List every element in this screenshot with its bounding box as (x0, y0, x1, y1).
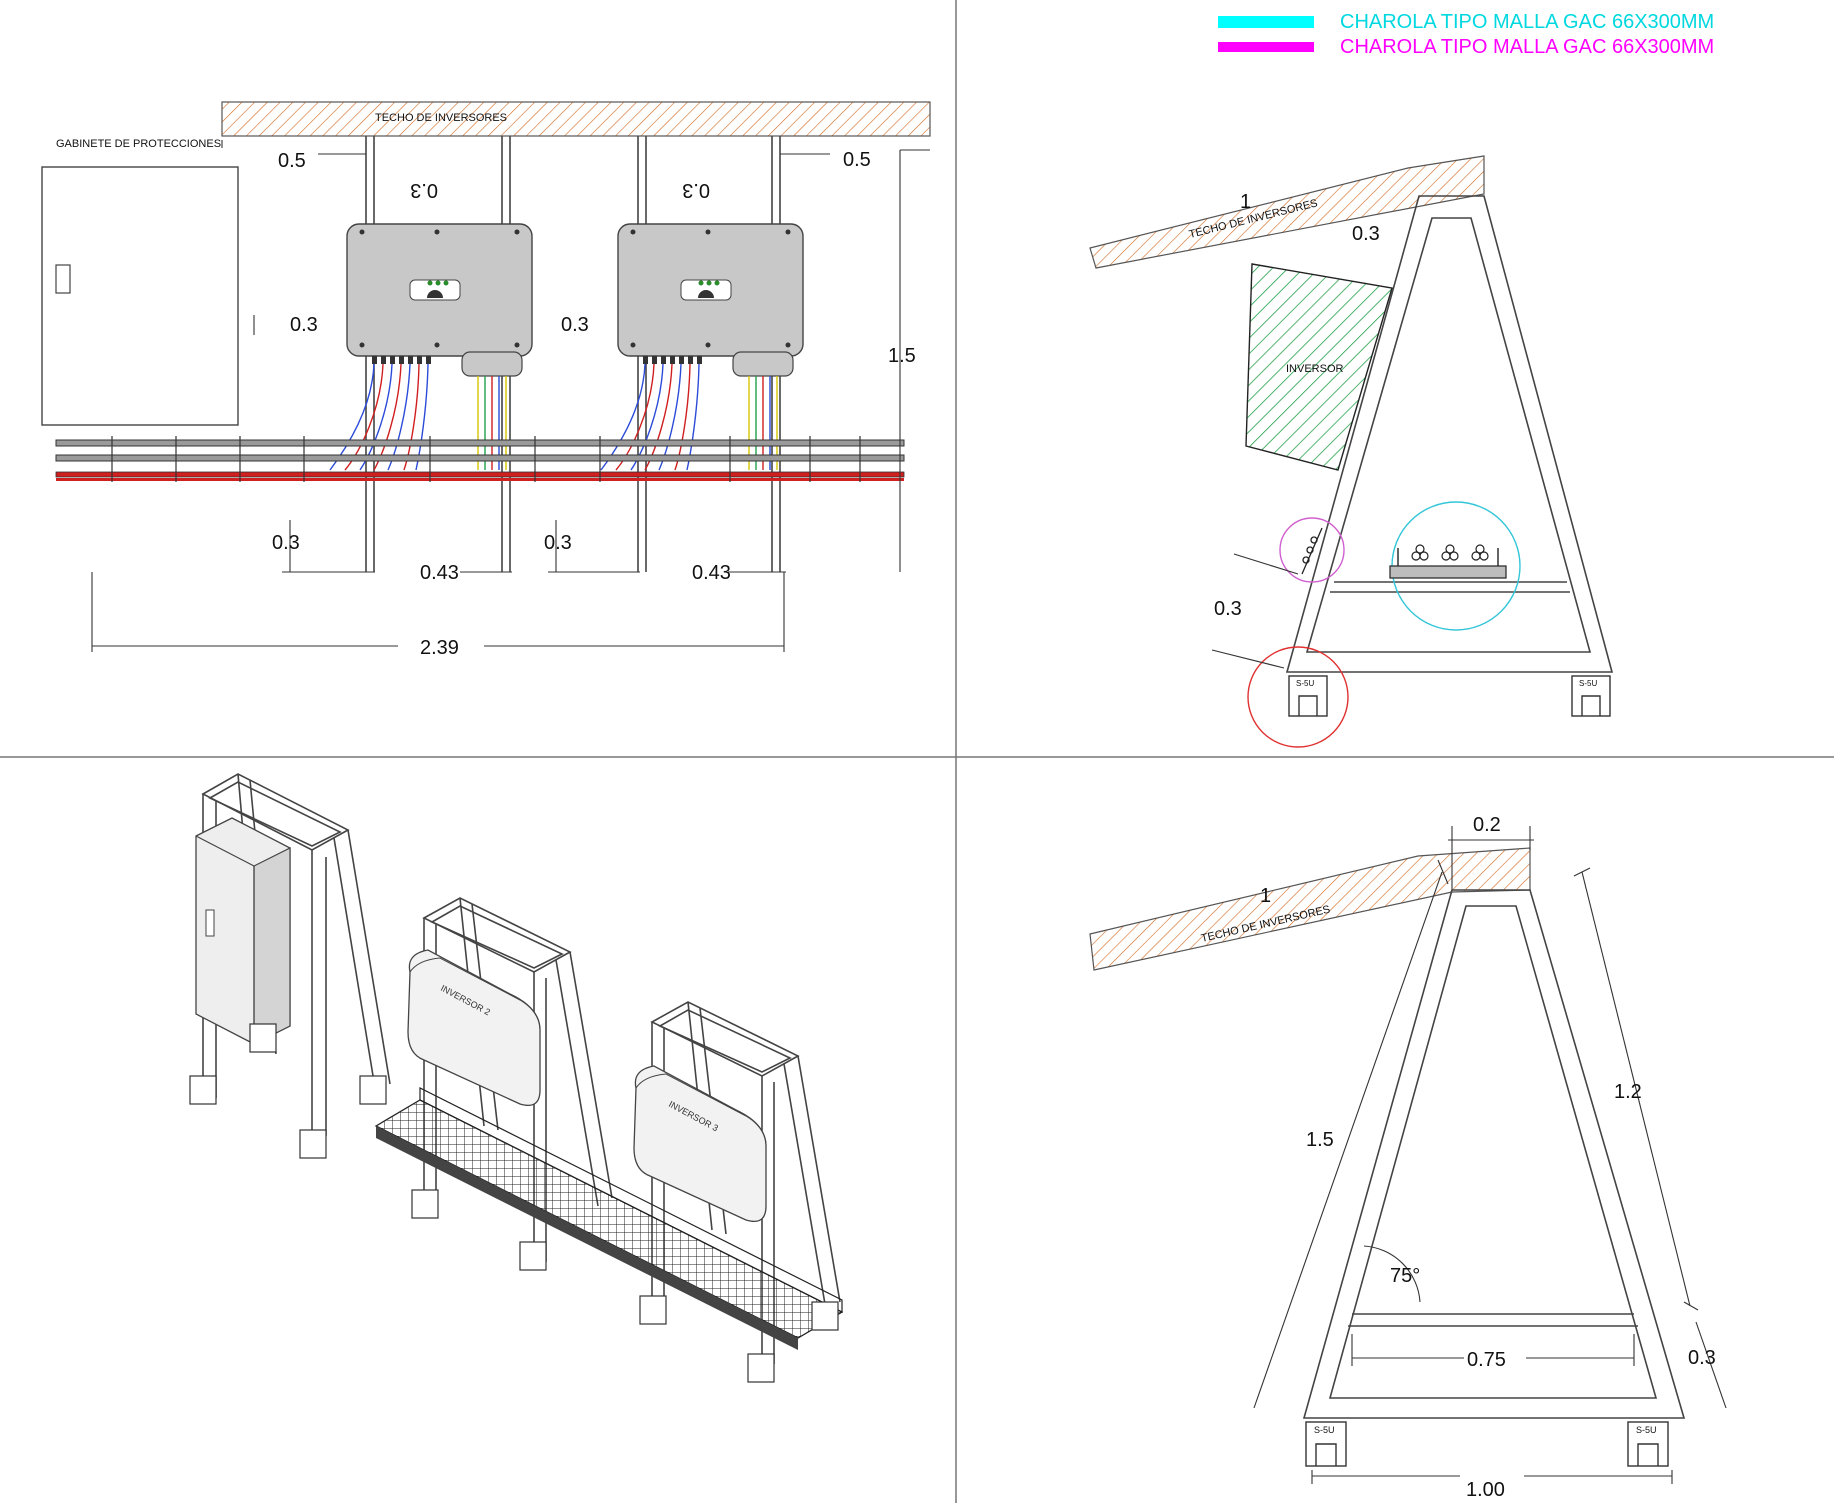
iso-cabinet (195, 817, 291, 1045)
front-dim-bottom-2: 0.3 (544, 532, 572, 554)
side-foot-left: S-5U (1288, 675, 1328, 717)
front-dim-left-offset: 0.5 (278, 150, 306, 172)
front-inverter-2 (617, 223, 804, 377)
iso-view: INVERSOR 2 INVERSOR 3 (189, 773, 844, 1383)
detail-dim-top-width: 0.2 (1473, 814, 1501, 836)
front-inverter-1 (346, 223, 533, 377)
legend-magenta-label: CHAROLA TIPO MALLA GAC 66X300MM (1340, 36, 1714, 58)
iso-cable-tray (374, 1087, 844, 1350)
front-dim-height: 1.5 (888, 345, 916, 367)
legend-cyan-swatch (1218, 16, 1314, 28)
detail-dim-top (1448, 826, 1534, 890)
side-dim-top: 0.3 (1352, 223, 1380, 245)
detail-dim-leg-left: 1.5 (1306, 1129, 1334, 1151)
front-cable-trays (55, 436, 905, 482)
front-dim-total: 2.39 (420, 637, 459, 659)
detail-dim-crossbar-height: 0.3 (1688, 1347, 1716, 1369)
detail-dim-angle: 75° (1390, 1265, 1420, 1287)
front-dimensions (91, 140, 930, 652)
svg-text:S-5U: S-5U (1314, 1425, 1335, 1435)
side-inverter-label: INVERSOR (1286, 363, 1344, 375)
iso-feet-1 (189, 1023, 387, 1159)
detail-foot-left: S-5U (1305, 1421, 1347, 1467)
side-dim-foot: 0.3 (1214, 598, 1242, 620)
detail-foot-right: S-5U (1627, 1421, 1669, 1467)
side-a-frame (1285, 195, 1614, 673)
legend-magenta-swatch (1218, 42, 1314, 52)
svg-text:S-5U: S-5U (1636, 1425, 1657, 1435)
front-dim-top-gap-2: 0.3 (682, 179, 710, 201)
front-dim-top-gap-1: 0.3 (410, 179, 438, 201)
iso-inverter-2: INVERSOR 2 (407, 949, 541, 1107)
front-cables-1 (329, 363, 507, 471)
detail-circle-red (1247, 646, 1349, 748)
svg-text:S-5U: S-5U (1579, 679, 1597, 688)
detail-a-frame (1302, 889, 1686, 1419)
side-tray-small (1301, 527, 1323, 575)
front-dim-bottom-1: 0.3 (272, 532, 300, 554)
front-dim-span-2: 0.43 (692, 562, 731, 584)
legend: CHAROLA TIPO MALLA GAC 66X300MM CHAROLA … (1218, 11, 1714, 58)
detail-dimensions (1253, 859, 1727, 1484)
protection-cabinet (41, 166, 239, 426)
detail-view: 1 TECHO DE INVERSORES 0.2 S-5U S-5U (1089, 814, 1727, 1501)
front-dim-span-1: 0.43 (420, 562, 459, 584)
side-dimensions (1211, 553, 1299, 669)
cabinet-label: GABINETE DE PROTECCIONES (56, 138, 221, 150)
front-roof-slab (221, 101, 931, 137)
front-cables-2 (600, 363, 778, 471)
cabinet-handle (55, 264, 71, 294)
detail-dim-base: 1.00 (1466, 1479, 1505, 1501)
side-inverter (1245, 263, 1393, 471)
front-dim-side-gap-1: 0.3 (290, 314, 318, 336)
detail-dim-crossbar: 0.75 (1467, 1349, 1506, 1371)
detail-roof-length: 1 (1260, 885, 1271, 907)
side-roof-length: 1 (1240, 191, 1251, 213)
front-roof-label: TECHO DE INVERSORES (375, 112, 507, 124)
side-tray-main (1389, 544, 1507, 579)
iso-inverter-3: INVERSOR 3 (633, 1065, 767, 1223)
detail-circle-magenta (1279, 517, 1345, 583)
front-view: TECHO DE INVERSORES GABINETE DE PROTECCI… (41, 101, 931, 659)
svg-text:S-5U: S-5U (1296, 679, 1314, 688)
detail-dim-leg-right: 1.2 (1614, 1081, 1642, 1103)
front-dim-right-offset: 0.5 (843, 149, 871, 171)
legend-cyan-label: CHAROLA TIPO MALLA GAC 66X300MM (1340, 11, 1714, 33)
side-foot-right: S-5U (1571, 675, 1611, 717)
side-roof-slab (1089, 155, 1485, 269)
front-dim-side-gap-2: 0.3 (561, 314, 589, 336)
iso-feet-2-3 (411, 1189, 839, 1383)
side-view: 1 TECHO DE INVERSORES 0.3 INVERSOR S-5U … (1089, 155, 1614, 748)
